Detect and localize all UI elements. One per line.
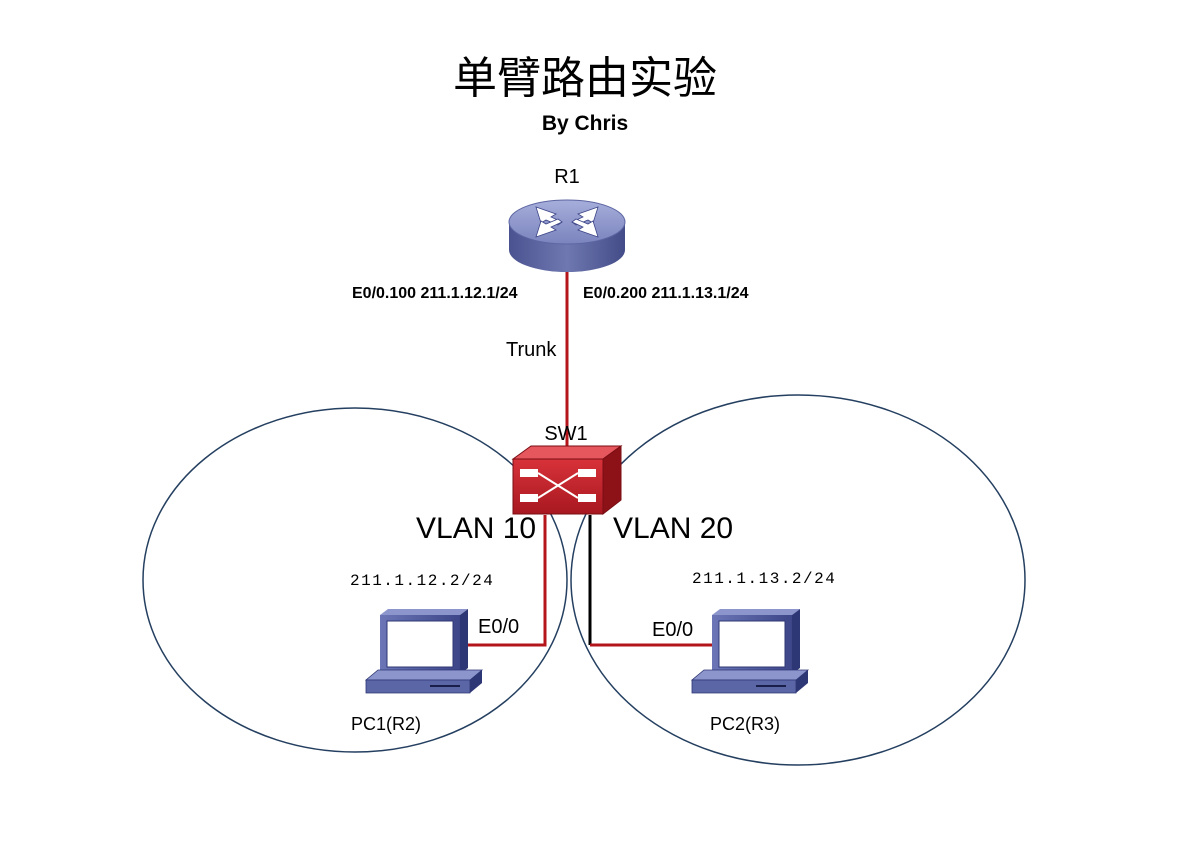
pc1-ip: 211.1.12.2/24 xyxy=(350,572,494,590)
switch-name: SW1 xyxy=(544,423,587,445)
laptop-icon xyxy=(364,609,484,694)
switch-arrows-icon xyxy=(520,469,596,502)
pc1-link xyxy=(468,515,547,647)
switch-sw1[interactable] xyxy=(511,445,623,516)
pc1-port: E0/0 xyxy=(478,616,519,638)
pc2-port: E0/0 xyxy=(652,619,693,641)
trunk-label: Trunk xyxy=(506,339,557,361)
vlan20-label: VLAN 20 xyxy=(613,512,733,545)
pc2-name: PC2(R3) xyxy=(710,714,780,734)
router-name: R1 xyxy=(554,166,580,188)
router-subif-right: E0/0.200 211.1.13.1/24 xyxy=(583,285,749,302)
pc2-ip: 211.1.13.2/24 xyxy=(692,570,836,588)
pc2-laptop[interactable] xyxy=(690,609,810,694)
router-subif-left: E0/0.100 211.1.12.1/24 xyxy=(352,285,518,302)
vlan10-label: VLAN 10 xyxy=(416,512,536,545)
vlan20-ellipse xyxy=(570,394,1026,766)
router-arrows-icon xyxy=(535,206,599,238)
pc1-laptop[interactable] xyxy=(364,609,484,694)
vlan10-ellipse xyxy=(142,407,568,753)
laptop-icon xyxy=(690,609,810,694)
diagram-title: 单臂路由实验 xyxy=(453,53,717,104)
router-r1[interactable] xyxy=(508,199,626,272)
pc1-name: PC1(R2) xyxy=(351,714,421,734)
diagram-subtitle: By Chris xyxy=(542,112,628,135)
